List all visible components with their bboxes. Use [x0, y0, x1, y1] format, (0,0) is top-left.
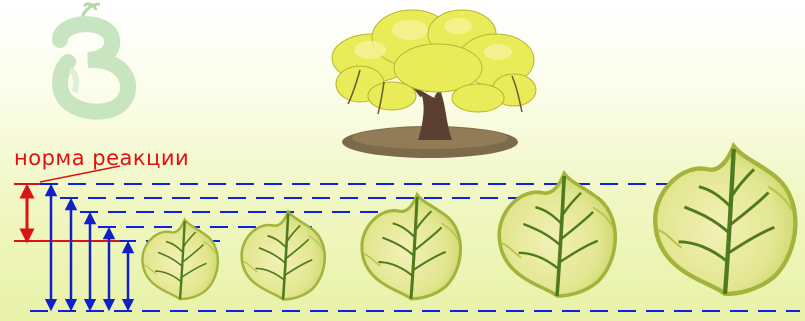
letter-b-logo [60, 4, 128, 112]
size-arrows [51, 190, 128, 305]
leaf-row [142, 146, 795, 299]
leaf-icon [499, 174, 615, 296]
leaf-icon [655, 146, 795, 294]
leaf-icon [142, 220, 217, 300]
leaf-icon [362, 195, 461, 299]
reaction-norm-label: норма реакции [14, 146, 189, 170]
leaf-icon [242, 212, 325, 300]
reaction-norm-arrow [14, 166, 120, 241]
tree-icon [332, 10, 536, 158]
